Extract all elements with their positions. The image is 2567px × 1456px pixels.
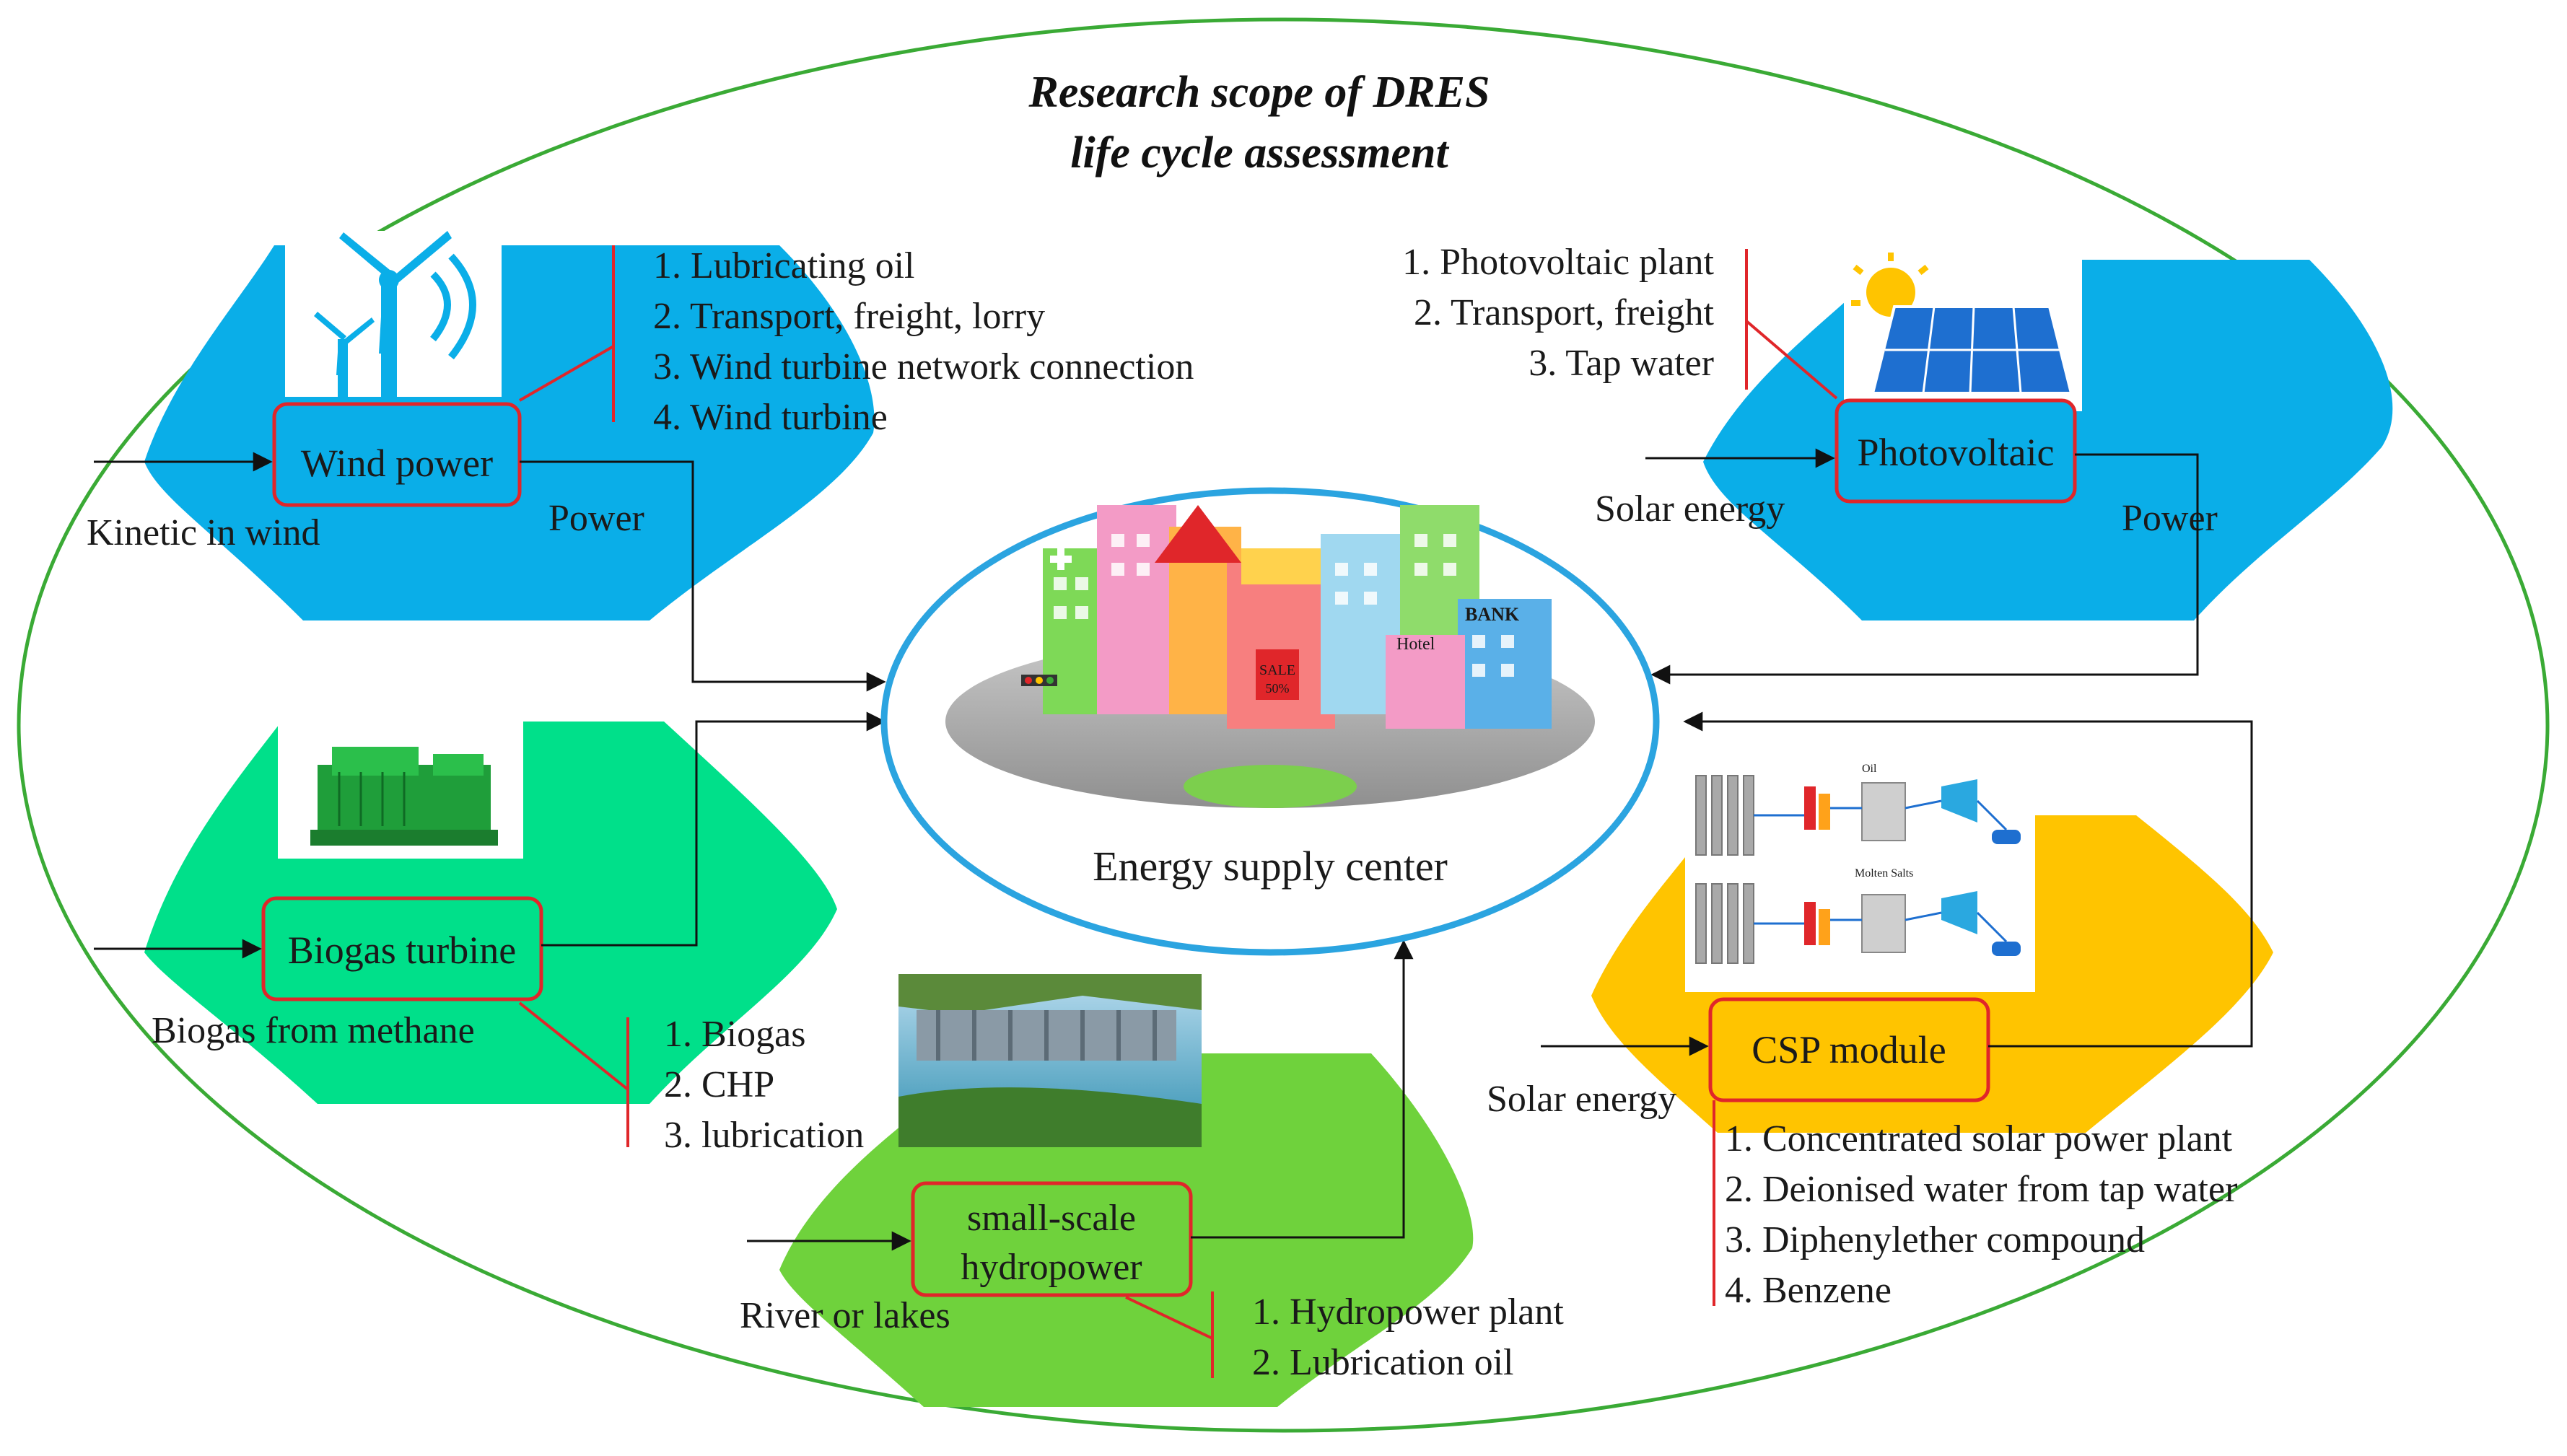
hydropower-label-line1: small-scale [967, 1198, 1136, 1239]
photovoltaic-module: Photovoltaic Solar energy Power 1. Photo… [1402, 242, 2393, 685]
hydro-items-connector [1125, 1296, 1213, 1340]
csp-item-1: 1. Concentrated solar power plant [1725, 1118, 2233, 1159]
title-line1: Research scope of DRES [1028, 68, 1490, 117]
wind-output-label: Power [548, 498, 644, 539]
pv-items-connector [1745, 320, 1838, 400]
biogas-item-1: 1. Biogas [664, 1014, 805, 1055]
biogas-turbine-module: Biogas turbine Biogas from methane 1. Bi… [94, 711, 886, 1156]
biogas-turbine-box[interactable] [261, 896, 543, 1001]
pv-output-arrow [1650, 453, 2199, 685]
wind-item-2: 2. Transport, freight, lorry [653, 296, 1045, 337]
hydropower-plant-icon [898, 974, 1202, 1147]
wind-input-label: Kinetic in wind [87, 512, 320, 553]
wind-item-4: 4. Wind turbine [653, 397, 888, 438]
hydro-input-label: River or lakes [740, 1295, 950, 1336]
hydro-item-1: 1. Hydropower plant [1252, 1291, 1564, 1333]
pv-item-3: 3. Tap water [1529, 343, 1714, 384]
csp-item-3: 3. Diphenylether compound [1725, 1219, 2145, 1260]
wind-power-module: Wind power Kinetic in wind Power 1. Lubr… [87, 231, 1194, 692]
wind-output-arrow [520, 460, 886, 692]
photovoltaic-label: Photovoltaic [1858, 431, 2055, 474]
generator-icon [278, 714, 523, 859]
csp-schematic-icon: Oil Molten Salts [1685, 761, 2035, 992]
solar-panel-icon [1844, 245, 2082, 411]
csp-diagram-salts: Molten Salts [1855, 867, 1913, 880]
hydro-item-2: 2. Lubrication oil [1252, 1342, 1513, 1383]
city-illustration-icon: SALE 50% Hotel BANK [945, 505, 1595, 808]
biogas-item-3: 3. lubrication [664, 1115, 864, 1156]
hydropower-label-line2: hydropower [961, 1247, 1142, 1288]
sign-sale: SALE [1259, 662, 1295, 678]
biogas-turbine-label: Biogas turbine [288, 929, 516, 972]
wind-power-box[interactable] [272, 402, 522, 507]
wind-item-1: 1. Lubricating oil [653, 245, 914, 286]
pv-item-1: 1. Photovoltaic plant [1402, 242, 1714, 283]
wind-item-3: 3. Wind turbine network connection [653, 346, 1194, 387]
csp-output-arrow [1683, 711, 2253, 1048]
biogas-input-label: Biogas from methane [152, 1010, 475, 1051]
energy-supply-center: SALE 50% Hotel BANK Energy supply center [880, 487, 1660, 956]
csp-input-label: Solar energy [1487, 1079, 1676, 1120]
biogas-item-2: 2. CHP [664, 1064, 774, 1105]
csp-module: Oil Molten Salts CSP module Solar energy… [1487, 711, 2273, 1311]
pv-output-label: Power [2122, 498, 2218, 539]
csp-diagram-oil: Oil [1862, 763, 1877, 775]
csp-item-2: 2. Deionised water from tap water [1725, 1169, 2237, 1210]
research-scope-ellipse [17, 17, 2550, 1433]
hydropower-box[interactable] [911, 1181, 1193, 1297]
hydro-output-arrow [1191, 939, 1414, 1239]
energy-supply-center-label: Energy supply center [1093, 843, 1448, 890]
hydropower-module: small-scale hydropower River or lakes 1.… [740, 939, 1564, 1407]
csp-item-4: 4. Benzene [1725, 1270, 1892, 1311]
sign-bank: BANK [1465, 604, 1520, 625]
photovoltaic-box[interactable] [1834, 398, 2077, 504]
title-line2: life cycle assessment [1070, 128, 1449, 177]
csp-module-box[interactable] [1708, 997, 1990, 1102]
pv-input-label: Solar energy [1595, 488, 1785, 530]
biogas-output-arrow [541, 711, 886, 947]
biogas-items-connector [518, 1001, 629, 1091]
sign-hotel: Hotel [1396, 635, 1435, 654]
csp-module-label: CSP module [1752, 1028, 1946, 1071]
wind-items-connector [519, 345, 614, 402]
pv-item-2: 2. Transport, freight [1414, 292, 1715, 333]
wind-power-label: Wind power [301, 442, 493, 485]
sign-sale-pct: 50% [1266, 681, 1290, 696]
